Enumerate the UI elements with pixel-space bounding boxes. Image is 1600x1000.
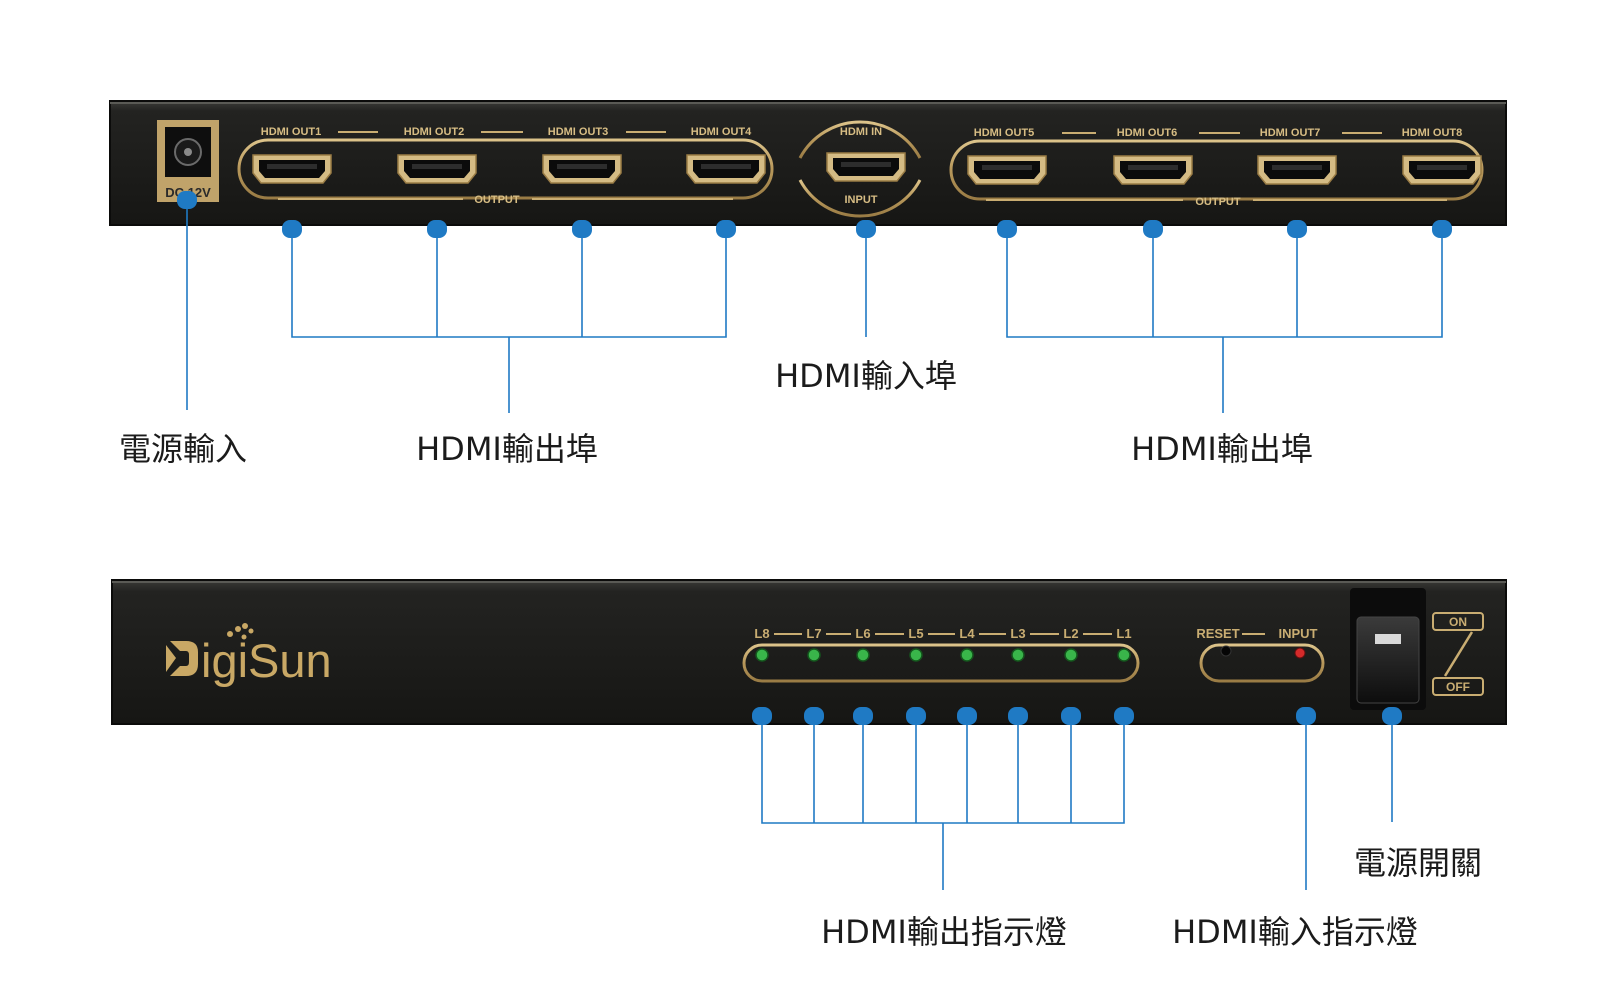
led-label: L2 xyxy=(1063,626,1078,641)
callout-anchor-dot xyxy=(427,220,447,238)
callout-anchor-dot xyxy=(906,707,926,725)
front-panel: igiSun L8 L7 L6 L5 L4 L3 L2 L1 RESET INPUT ON O… xyxy=(111,579,1507,725)
callout-anchor-dot xyxy=(177,191,197,209)
port-labels-left: HDMI OUT1 HDMI OUT2 HDMI OUT3 HDMI OUT4 xyxy=(261,126,752,138)
input-group-label: INPUT xyxy=(845,194,878,206)
callout-anchor-dot xyxy=(957,707,977,725)
callout-dots xyxy=(177,191,1452,725)
reset-button[interactable] xyxy=(1220,645,1232,657)
port-label: HDMI OUT7 xyxy=(1260,127,1321,139)
callout-anchor-dot xyxy=(1382,707,1402,725)
hdmi-output-port xyxy=(686,154,766,184)
power-switch[interactable]: ON OFF xyxy=(1350,588,1484,710)
port-label: HDMI OUT8 xyxy=(1402,127,1463,139)
input-led xyxy=(1294,647,1306,659)
port-label: HDMI OUT4 xyxy=(691,126,752,138)
output-group-label: OUTPUT xyxy=(474,194,520,206)
input-port-label: HDMI IN xyxy=(840,126,882,138)
led-dots xyxy=(755,648,1131,662)
hdmi-ports xyxy=(252,152,1482,185)
hdmi-output-port xyxy=(967,155,1047,185)
callout-hdmi-input: HDMI輸入埠 xyxy=(775,357,957,395)
callout-anchor-dot xyxy=(572,220,592,238)
callout-anchor-dot xyxy=(804,707,824,725)
output-led xyxy=(1064,648,1078,662)
callout-hdmi-output-right: HDMI輸出埠 xyxy=(1131,430,1313,468)
hdmi-output-port xyxy=(542,154,622,184)
callout-anchor-dot xyxy=(716,220,736,238)
callout-anchor-dot xyxy=(282,220,302,238)
led-label: L1 xyxy=(1116,626,1131,641)
callout-anchor-dot xyxy=(856,220,876,238)
hdmi-output-port xyxy=(1402,155,1482,185)
led-label: L7 xyxy=(806,626,821,641)
led-label: L6 xyxy=(855,626,870,641)
output-led xyxy=(755,648,769,662)
digisun-logo: igiSun xyxy=(166,623,332,687)
callout-anchor-dot xyxy=(1296,707,1316,725)
callout-anchor-dot xyxy=(752,707,772,725)
led-strip: L8 L7 L6 L5 L4 L3 L2 L1 xyxy=(742,626,1140,683)
callout-hdmi-input-led: HDMI輸入指示燈 xyxy=(1172,913,1418,951)
output-led xyxy=(1117,648,1131,662)
port-label: HDMI OUT5 xyxy=(974,127,1035,139)
output-led xyxy=(909,648,923,662)
port-label: HDMI OUT2 xyxy=(404,126,465,138)
output-group-label: OUTPUT xyxy=(1195,196,1241,208)
callout-anchor-dot xyxy=(853,707,873,725)
led-labels: L8 L7 L6 L5 L4 L3 L2 L1 xyxy=(754,626,1131,641)
port-label: HDMI OUT1 xyxy=(261,126,322,138)
led-label: L8 xyxy=(754,626,769,641)
reset-label: RESET xyxy=(1196,626,1239,641)
callout-lines xyxy=(186,200,1443,890)
input-led-label: INPUT xyxy=(1279,626,1318,641)
brand-text: igiSun xyxy=(201,634,332,687)
led-label: L5 xyxy=(908,626,923,641)
callout-anchor-dot xyxy=(997,220,1017,238)
output-led xyxy=(1011,648,1025,662)
switch-on-label: ON xyxy=(1449,615,1467,629)
led-label: L4 xyxy=(959,626,975,641)
input-group: HDMI IN INPUT xyxy=(798,120,922,218)
output-led xyxy=(856,648,870,662)
port-label: HDMI OUT3 xyxy=(548,126,609,138)
hdmi-output-port xyxy=(252,154,332,184)
callout-anchor-dot xyxy=(1287,220,1307,238)
switch-off-label: OFF xyxy=(1446,680,1470,694)
rear-panel: DC 12V HDMI OUT1 HDMI OUT2 HDMI OUT3 HDM… xyxy=(109,100,1507,226)
callout-anchor-dot xyxy=(1143,220,1163,238)
callout-anchor-dot xyxy=(1114,707,1134,725)
hdmi-output-port xyxy=(397,154,477,184)
callout-hdmi-output-left: HDMI輸出埠 xyxy=(416,430,598,468)
reset-input-group: RESET INPUT xyxy=(1196,626,1325,683)
callout-anchor-dot xyxy=(1061,707,1081,725)
hdmi-input-port xyxy=(826,152,906,182)
dc-power-jack: DC 12V xyxy=(157,120,219,202)
output-led xyxy=(960,648,974,662)
callout-anchor-dot xyxy=(1432,220,1452,238)
led-label: L3 xyxy=(1010,626,1025,641)
output-led xyxy=(807,648,821,662)
callout-anchor-dot xyxy=(1008,707,1028,725)
output-group-right: HDMI OUT5 HDMI OUT6 HDMI OUT7 HDMI OUT8 … xyxy=(949,127,1484,208)
callout-hdmi-output-leds: HDMI輸出指示燈 xyxy=(821,913,1067,951)
output-group-left: HDMI OUT1 HDMI OUT2 HDMI OUT3 HDMI OUT4 … xyxy=(237,126,774,206)
hdmi-output-port xyxy=(1257,155,1337,185)
callout-power-input: 電源輸入 xyxy=(119,430,248,468)
port-label: HDMI OUT6 xyxy=(1117,127,1178,139)
hdmi-output-port xyxy=(1113,155,1193,185)
callout-power-switch: 電源開關 xyxy=(1353,844,1483,882)
